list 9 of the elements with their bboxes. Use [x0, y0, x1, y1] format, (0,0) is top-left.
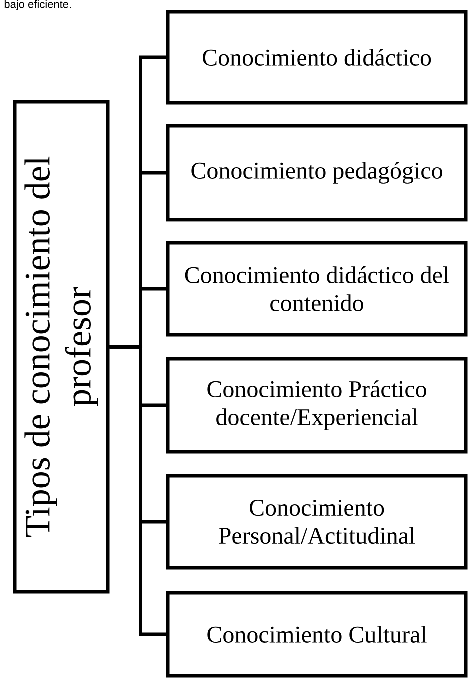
category-box: Tipos de conocimiento del profesor: [13, 100, 110, 594]
knowledge-box: Conocimiento didáctico: [166, 10, 468, 105]
text-fragment: bajo eficiente.: [4, 0, 72, 10]
knowledge-box: Conocimiento Práctico docente/Experiencial: [166, 357, 468, 454]
knowledge-box: Conocimiento Personal/Actitudinal: [166, 474, 468, 570]
connector-line: [110, 345, 166, 636]
knowledge-box: Conocimiento pedagógico: [166, 124, 468, 222]
knowledge-box: Conocimiento didáctico del contenido: [166, 241, 468, 337]
knowledge-box: Conocimiento Cultural: [166, 591, 468, 678]
